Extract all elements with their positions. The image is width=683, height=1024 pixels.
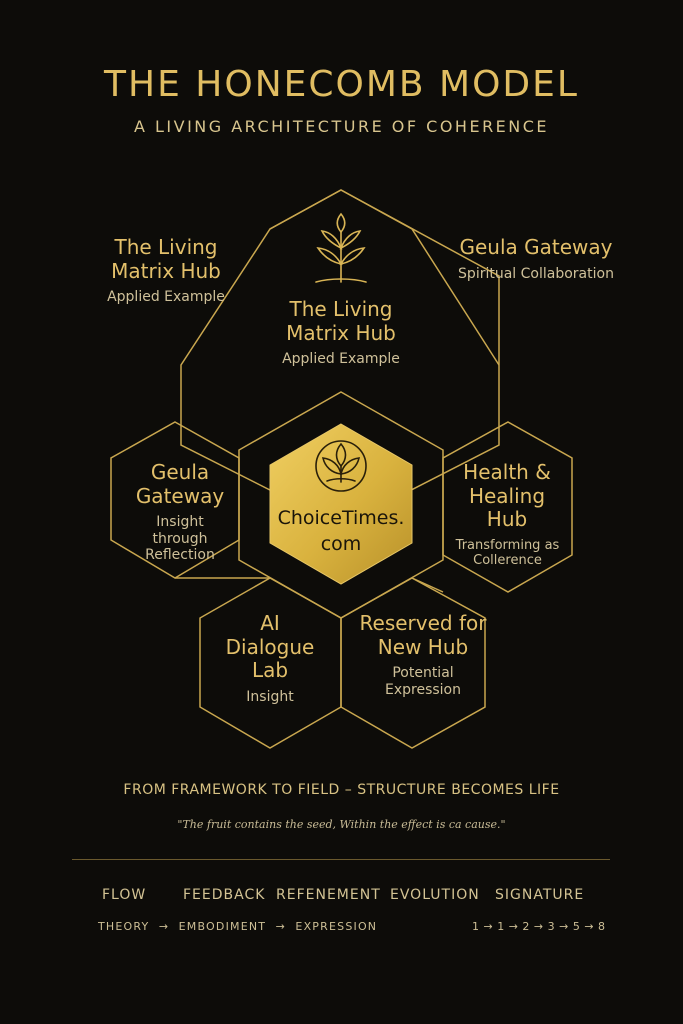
side-label-right: Geula Gateway Spiritual Collaboration <box>456 235 616 282</box>
hex-top-desc: Applied Example <box>282 351 400 368</box>
center-gold-hex <box>269 423 413 585</box>
hex-top-label: The Living Matrix Hub Applied Example <box>266 297 416 368</box>
side-label-right-desc: Spiritual Collaboration <box>458 265 614 282</box>
theory-flow: THEORY → EMBODIMENT → EXPRESSION <box>98 920 378 933</box>
hex-right-desc: Transforming as Collerence <box>455 537 560 569</box>
hex-right-label: Health & Healing Hub Transforming as Col… <box>450 460 565 569</box>
hex-right-name: Health & Healing Hub <box>463 460 551 532</box>
hex-top-name: The Living Matrix Hub <box>286 297 396 345</box>
hex-center-label: ChoiceTimes. com <box>270 506 412 557</box>
stage-refinement: REFENEMENT <box>276 887 381 903</box>
right-hex-outline <box>442 421 573 593</box>
side-label-left: The Living Matrix Hub Applied Example <box>96 235 236 306</box>
footer-tagline: FROM FRAMEWORK TO FIELD – STRUCTURE BECO… <box>123 782 560 798</box>
hex-bottom-right-desc: Potential Expression <box>385 665 461 698</box>
hex-left-name: Geula Gateway <box>135 460 225 508</box>
top-hex-cap <box>269 189 500 366</box>
footer-quote: "The fruit contains the seed, Within the… <box>177 818 506 831</box>
stage-flow: FLOW <box>102 887 147 903</box>
hex-bottom-left-name: AI Dialogue Lab <box>225 611 315 683</box>
side-label-right-name: Geula Gateway <box>459 235 613 259</box>
page-subtitle: A LIVING ARCHITECTURE OF COHERENCE <box>133 117 550 136</box>
hex-bottom-right-name: Reserved for New Hub <box>359 611 487 659</box>
hex-bottom-left-label: AI Dialogue Lab Insight <box>214 611 326 705</box>
stage-feedback: FEEDBACK <box>183 887 266 903</box>
fibonacci-sequence: 1 → 1 → 2 → 3 → 5 → 8 <box>472 920 606 933</box>
stage-signature: SIGNATURE <box>495 887 585 903</box>
hex-left-desc: Insight through Reflection <box>145 514 215 564</box>
page-title: THE HONECOMB MODEL <box>104 64 579 105</box>
stage-evolution: EVOLUTION <box>390 887 480 903</box>
bottom-right-hex-outline <box>340 577 486 749</box>
hex-bottom-right-label: Reserved for New Hub Potential Expressio… <box>354 611 492 698</box>
hex-bottom-left-desc: Insight <box>246 688 294 705</box>
hex-left-label: Geula Gateway Insight through Reflection <box>122 460 238 564</box>
side-label-left-name: The Living Matrix Hub <box>111 235 221 283</box>
hex-center-name: ChoiceTimes. com <box>277 507 405 555</box>
top-hex-outline <box>180 189 500 527</box>
lotus-circle-icon <box>315 440 367 492</box>
footer-divider <box>72 859 610 860</box>
plant-sprout-icon <box>315 212 367 283</box>
side-label-left-desc: Applied Example <box>107 289 225 306</box>
